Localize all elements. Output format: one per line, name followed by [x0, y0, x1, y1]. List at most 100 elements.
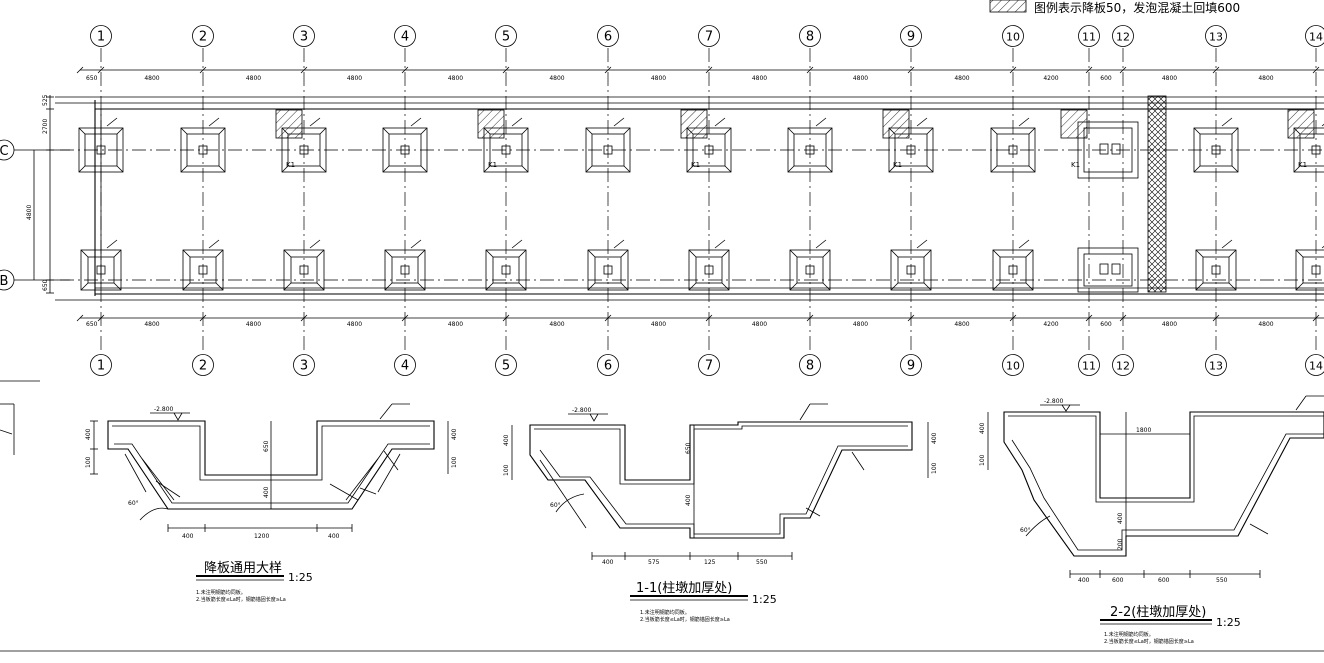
cap-slope-line — [319, 127, 327, 135]
axis-label: 1 — [97, 359, 105, 374]
column — [704, 145, 714, 155]
drop-slab-hatch — [680, 109, 708, 139]
axis-bubble — [1205, 354, 1227, 376]
cap-slope-line — [923, 282, 932, 291]
section-1-title: 降板通用大样 — [204, 561, 282, 576]
section-2-rebar — [534, 425, 908, 535]
cap-mark-k1: K1 — [488, 161, 497, 169]
dimension-tick — [1009, 314, 1017, 322]
dimension-text: 4800 — [1258, 75, 1273, 82]
section-1-dim-right-1: 400 — [451, 428, 458, 440]
column-cap-inner — [189, 256, 217, 284]
axis-label: 7 — [705, 359, 713, 374]
axis-label: 5 — [502, 359, 510, 374]
axis-label: 10 — [1006, 360, 1020, 373]
axis-bubble — [394, 25, 416, 47]
section-2-dim-right-2: 100 — [931, 462, 938, 474]
section-1-outline — [107, 420, 435, 510]
column-cap-inner — [489, 133, 523, 167]
dimension-tick — [705, 314, 713, 322]
leader-line — [208, 117, 220, 127]
section-2-scale: 1:25 — [752, 593, 777, 606]
axis-bubble — [293, 354, 315, 376]
column-cap-inner — [1202, 256, 1230, 284]
dimension-text: 4800 — [853, 75, 868, 82]
cap-slope-line — [623, 127, 631, 135]
cap-slope-line — [182, 282, 191, 291]
dimension-text: 4800 — [347, 75, 362, 82]
row-bubbles: C B — [0, 139, 70, 291]
cap-slope-line — [1025, 282, 1034, 291]
cap-slope-line — [822, 249, 831, 258]
column-cap-outer — [587, 249, 629, 291]
dimension-text: 4800 — [954, 321, 969, 328]
column — [1008, 145, 1018, 155]
section-1-1: 60° -2.800 400 100 400 100 650 400 400 5… — [503, 403, 938, 623]
cap-slope-line — [992, 282, 1001, 291]
column-cap-outer — [789, 249, 831, 291]
column-cap-outer — [890, 249, 932, 291]
section-3-note-1: 1.未注明钢筋均同板。 — [1104, 631, 1154, 638]
section-1-note-2: 2.当板筋长度≤Lа时，钢筋锚固长度≥La — [196, 596, 286, 603]
dimension-text: 4800 — [752, 321, 767, 328]
dimension-text: 4800 — [448, 321, 463, 328]
cap-slope-line — [518, 249, 527, 258]
combined-pit-outer — [1077, 121, 1139, 179]
column-cap-inner — [1299, 133, 1324, 167]
row-label-b: B — [0, 274, 8, 289]
cap-slope-line — [116, 165, 124, 173]
section-1-dim-inner-1: 650 — [263, 440, 270, 452]
axis-label: 7 — [705, 30, 713, 45]
leader-line — [916, 117, 928, 127]
cap-slope-line — [623, 165, 631, 173]
cap-mark-k1: K1 — [1298, 161, 1307, 169]
axis-label: 8 — [806, 30, 814, 45]
column-cap-outer — [686, 127, 732, 173]
axis-bubble — [597, 354, 619, 376]
side-dim-2: 2700 — [42, 119, 49, 134]
cap-slope-line — [688, 282, 697, 291]
cap-slope-line — [78, 127, 86, 135]
axis-label: 14 — [1309, 31, 1323, 44]
column-cap-outer — [787, 127, 833, 173]
dimension-text: 4800 — [246, 321, 261, 328]
section-1-elev: -2.800 — [154, 406, 174, 413]
combined-pit-outer — [1077, 247, 1139, 293]
dimension-tick — [502, 66, 510, 74]
column-cap-outer — [485, 249, 527, 291]
column — [906, 265, 916, 275]
dimension-text: 4800 — [1258, 321, 1273, 328]
axis-bubble — [394, 354, 416, 376]
axis-label: 3 — [300, 359, 308, 374]
section-2-dim-bottom-3: 125 — [704, 559, 716, 566]
cap-slope-line — [787, 127, 795, 135]
dimension-tick — [1119, 314, 1127, 322]
leader-line — [714, 117, 726, 127]
section-2-title: 1-1(柱墩加厚处) — [636, 581, 732, 596]
section-2-elev: -2.800 — [572, 407, 592, 414]
cap-slope-line — [182, 249, 191, 258]
cap-slope-line — [483, 165, 491, 173]
section-2-dim-left-1: 400 — [503, 434, 510, 446]
dimension-tick — [1085, 66, 1093, 74]
section-2-note-2: 2.当板筋长度≤Lа时，钢筋锚固长度≥La — [640, 616, 730, 623]
cap-slope-line — [420, 127, 428, 135]
column-cap-inner — [391, 256, 419, 284]
cap-mark-k1: K1 — [691, 161, 700, 169]
column-cap-outer — [585, 127, 631, 173]
section-3-dim-left-2: 100 — [979, 454, 986, 466]
cap-slope-line — [417, 249, 426, 258]
cap-slope-line — [1228, 282, 1237, 291]
cap-slope-line — [382, 127, 390, 135]
column-cap-inner — [290, 256, 318, 284]
cap-slope-line — [923, 249, 932, 258]
cap-slope-line — [1025, 249, 1034, 258]
axis-label: 3 — [300, 30, 308, 45]
leader-line — [410, 117, 422, 127]
axis-bubble — [495, 354, 517, 376]
cap-slope-line — [787, 165, 795, 173]
cap-slope-line — [521, 127, 529, 135]
axis-bubble — [1078, 354, 1100, 376]
axis-bubble — [192, 354, 214, 376]
dimension-text: 4800 — [954, 75, 969, 82]
